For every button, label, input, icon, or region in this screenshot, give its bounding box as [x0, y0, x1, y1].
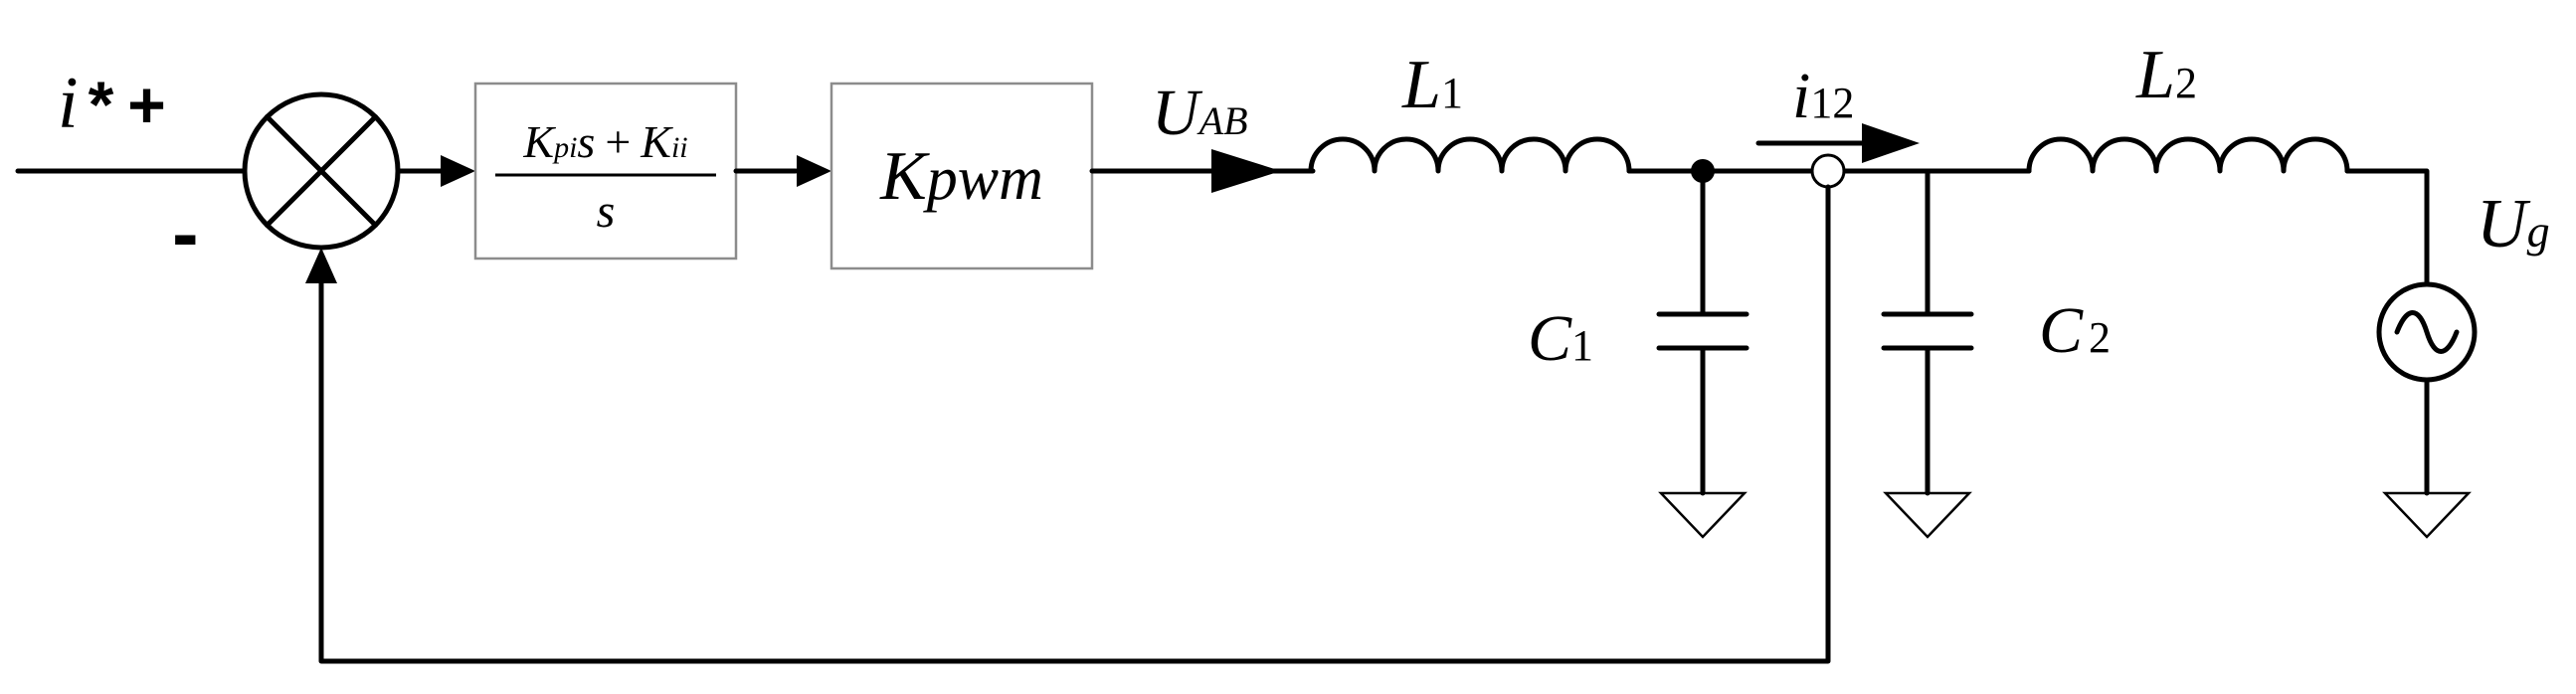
ground-c2-icon	[1883, 491, 1972, 539]
i12-arrow-head	[1862, 123, 1920, 163]
arrow-to-controller	[441, 155, 475, 187]
ground-c1-icon	[1658, 491, 1748, 539]
arrow-to-pwm	[797, 155, 831, 187]
pi-controller-block	[473, 82, 738, 260]
uab-label: UAB	[1152, 77, 1248, 149]
i12-label: i12	[1792, 60, 1854, 132]
c1-label: C1	[1528, 302, 1593, 375]
ug-label: Ug	[2477, 186, 2550, 262]
feedback-minus-sign: -	[172, 189, 199, 277]
ground-grid-icon	[2382, 491, 2472, 539]
l2-label: L2	[2135, 37, 2197, 113]
feedback-arrow	[305, 248, 337, 283]
grid-voltage-source-icon	[2376, 281, 2478, 383]
wire-l2-to-grid	[2344, 168, 2430, 285]
capacitor-c1	[1656, 168, 1749, 496]
controller-denominator: s	[597, 185, 616, 238]
summing-junction	[242, 91, 401, 251]
capacitor-c2	[1881, 168, 1974, 496]
uab-arrow	[1211, 149, 1281, 193]
controller-numerator: Kpis+Kii	[522, 116, 687, 167]
feedback-path-line	[318, 184, 1831, 664]
pwm-gain-label: Kpwm	[879, 138, 1043, 215]
reference-label: i * +	[58, 63, 166, 144]
inductor-l2	[2026, 136, 2350, 174]
inductor-l1	[1308, 136, 1632, 174]
pwm-gain-block	[829, 82, 1094, 270]
current-sensor-point	[1810, 153, 1846, 189]
l1-label: L1	[1401, 47, 1463, 123]
